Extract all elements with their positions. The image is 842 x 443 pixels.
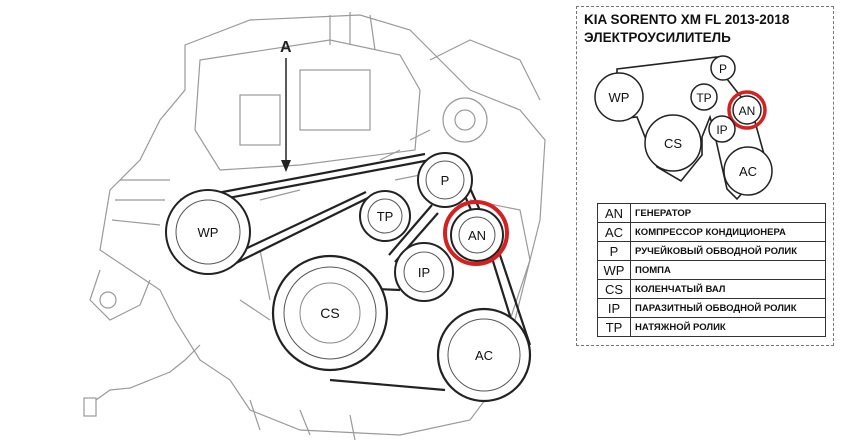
legend-abbr: CS: [597, 279, 631, 299]
engine-block-sketch: [83, 12, 546, 441]
legend-row: WP ПОМПА: [597, 260, 826, 280]
pulley-wp-label: WP: [198, 225, 219, 240]
legend-row: AC КОМПРЕССОР КОНДИЦИОНЕРА: [597, 222, 826, 242]
mini-highlight-ring-an: [727, 90, 767, 130]
mini-pulley-wp-label: WP: [609, 90, 630, 105]
legend-desc: РУЧЕЙКОВЫЙ ОБВОДНОЙ РОЛИК: [630, 241, 826, 261]
pulley-ac: AC: [436, 307, 532, 403]
pulley-an: AN: [450, 208, 504, 262]
mini-pulley-an: AN: [732, 95, 762, 125]
mini-pulley-tp: TP: [690, 83, 718, 111]
mini-pulley-ip-label: IP: [716, 123, 727, 137]
highlight-ring-an: [443, 200, 509, 266]
legend-desc: ПОМПА: [630, 260, 826, 280]
mini-pulley-cs: CS: [644, 114, 702, 172]
pulley-ac-label: AC: [475, 348, 493, 363]
legend-row: AN ГЕНЕРАТОР: [597, 203, 826, 223]
panel-title-model: KIA SORENTO XM FL 2013-2018: [584, 12, 790, 27]
arrow-a-label: A: [280, 39, 292, 56]
pulley-wp: WP: [165, 189, 251, 275]
pulley-cs-label: CS: [320, 305, 339, 321]
legend-row: IP ПАРАЗИТНЫЙ ОБВОДНОЙ РОЛИК: [597, 298, 826, 318]
mini-pulley-p-label: P: [719, 62, 727, 76]
legend-row: CS КОЛЕНЧАТЫЙ ВАЛ: [597, 279, 826, 299]
pulley-ip: IP: [394, 242, 454, 302]
pulley-ip-label: IP: [418, 265, 430, 280]
legend-abbr: IP: [597, 298, 631, 318]
legend-desc: НАТЯЖНОЙ РОЛИК: [630, 317, 826, 337]
pulley-tp: TP: [359, 190, 411, 242]
panel-title: KIA SORENTO XM FL 2013-2018 ЭЛЕКТРОУСИЛИ…: [584, 11, 789, 47]
legend-desc: КОЛЕНЧАТЫЙ ВАЛ: [630, 279, 826, 299]
legend-desc: ПАРАЗИТНЫЙ ОБВОДНОЙ РОЛИК: [630, 298, 826, 318]
pulley-tp-label: TP: [377, 209, 394, 224]
engine-diagram: A WP P TP AN IP: [83, 12, 546, 441]
mini-belt-diagram: P WP TP AN IP CS AC: [594, 55, 773, 201]
mini-pulley-an-label: AN: [739, 104, 756, 118]
pulley-p: P: [417, 152, 473, 208]
mini-pulley-wp: WP: [594, 72, 644, 122]
legend-abbr: AC: [597, 222, 631, 242]
legend-abbr: TP: [597, 317, 631, 337]
pulley-p-label: P: [441, 173, 450, 188]
panel-title-variant: ЭЛЕКТРОУСИЛИТЕЛЬ: [584, 30, 731, 45]
mini-pulley-p: P: [710, 55, 736, 81]
legend-desc: ГЕНЕРАТОР: [630, 203, 826, 223]
pulley-cs: CS: [271, 254, 389, 372]
arrow-a: A: [280, 39, 292, 172]
mini-pulley-ip: IP: [708, 115, 736, 143]
mini-pulley-tp-label: TP: [696, 91, 711, 105]
legend-panel: KIA SORENTO XM FL 2013-2018 ЭЛЕКТРОУСИЛИ…: [576, 6, 834, 346]
legend-row: P РУЧЕЙКОВЫЙ ОБВОДНОЙ РОЛИК: [597, 241, 826, 261]
legend-abbr: WP: [597, 260, 631, 280]
pulley-an-label: AN: [468, 228, 486, 243]
mini-pulley-ac-label: AC: [739, 164, 757, 179]
legend-row: TP НАТЯЖНОЙ РОЛИК: [597, 317, 826, 337]
mini-pulley-ac: AC: [723, 146, 773, 196]
mini-pulley-cs-label: CS: [664, 136, 682, 151]
legend-abbr: P: [597, 241, 631, 261]
legend-table: AN ГЕНЕРАТОР AC КОМПРЕССОР КОНДИЦИОНЕРА …: [597, 203, 826, 337]
legend-desc: КОМПРЕССОР КОНДИЦИОНЕРА: [630, 222, 826, 242]
legend-abbr: AN: [597, 203, 631, 223]
